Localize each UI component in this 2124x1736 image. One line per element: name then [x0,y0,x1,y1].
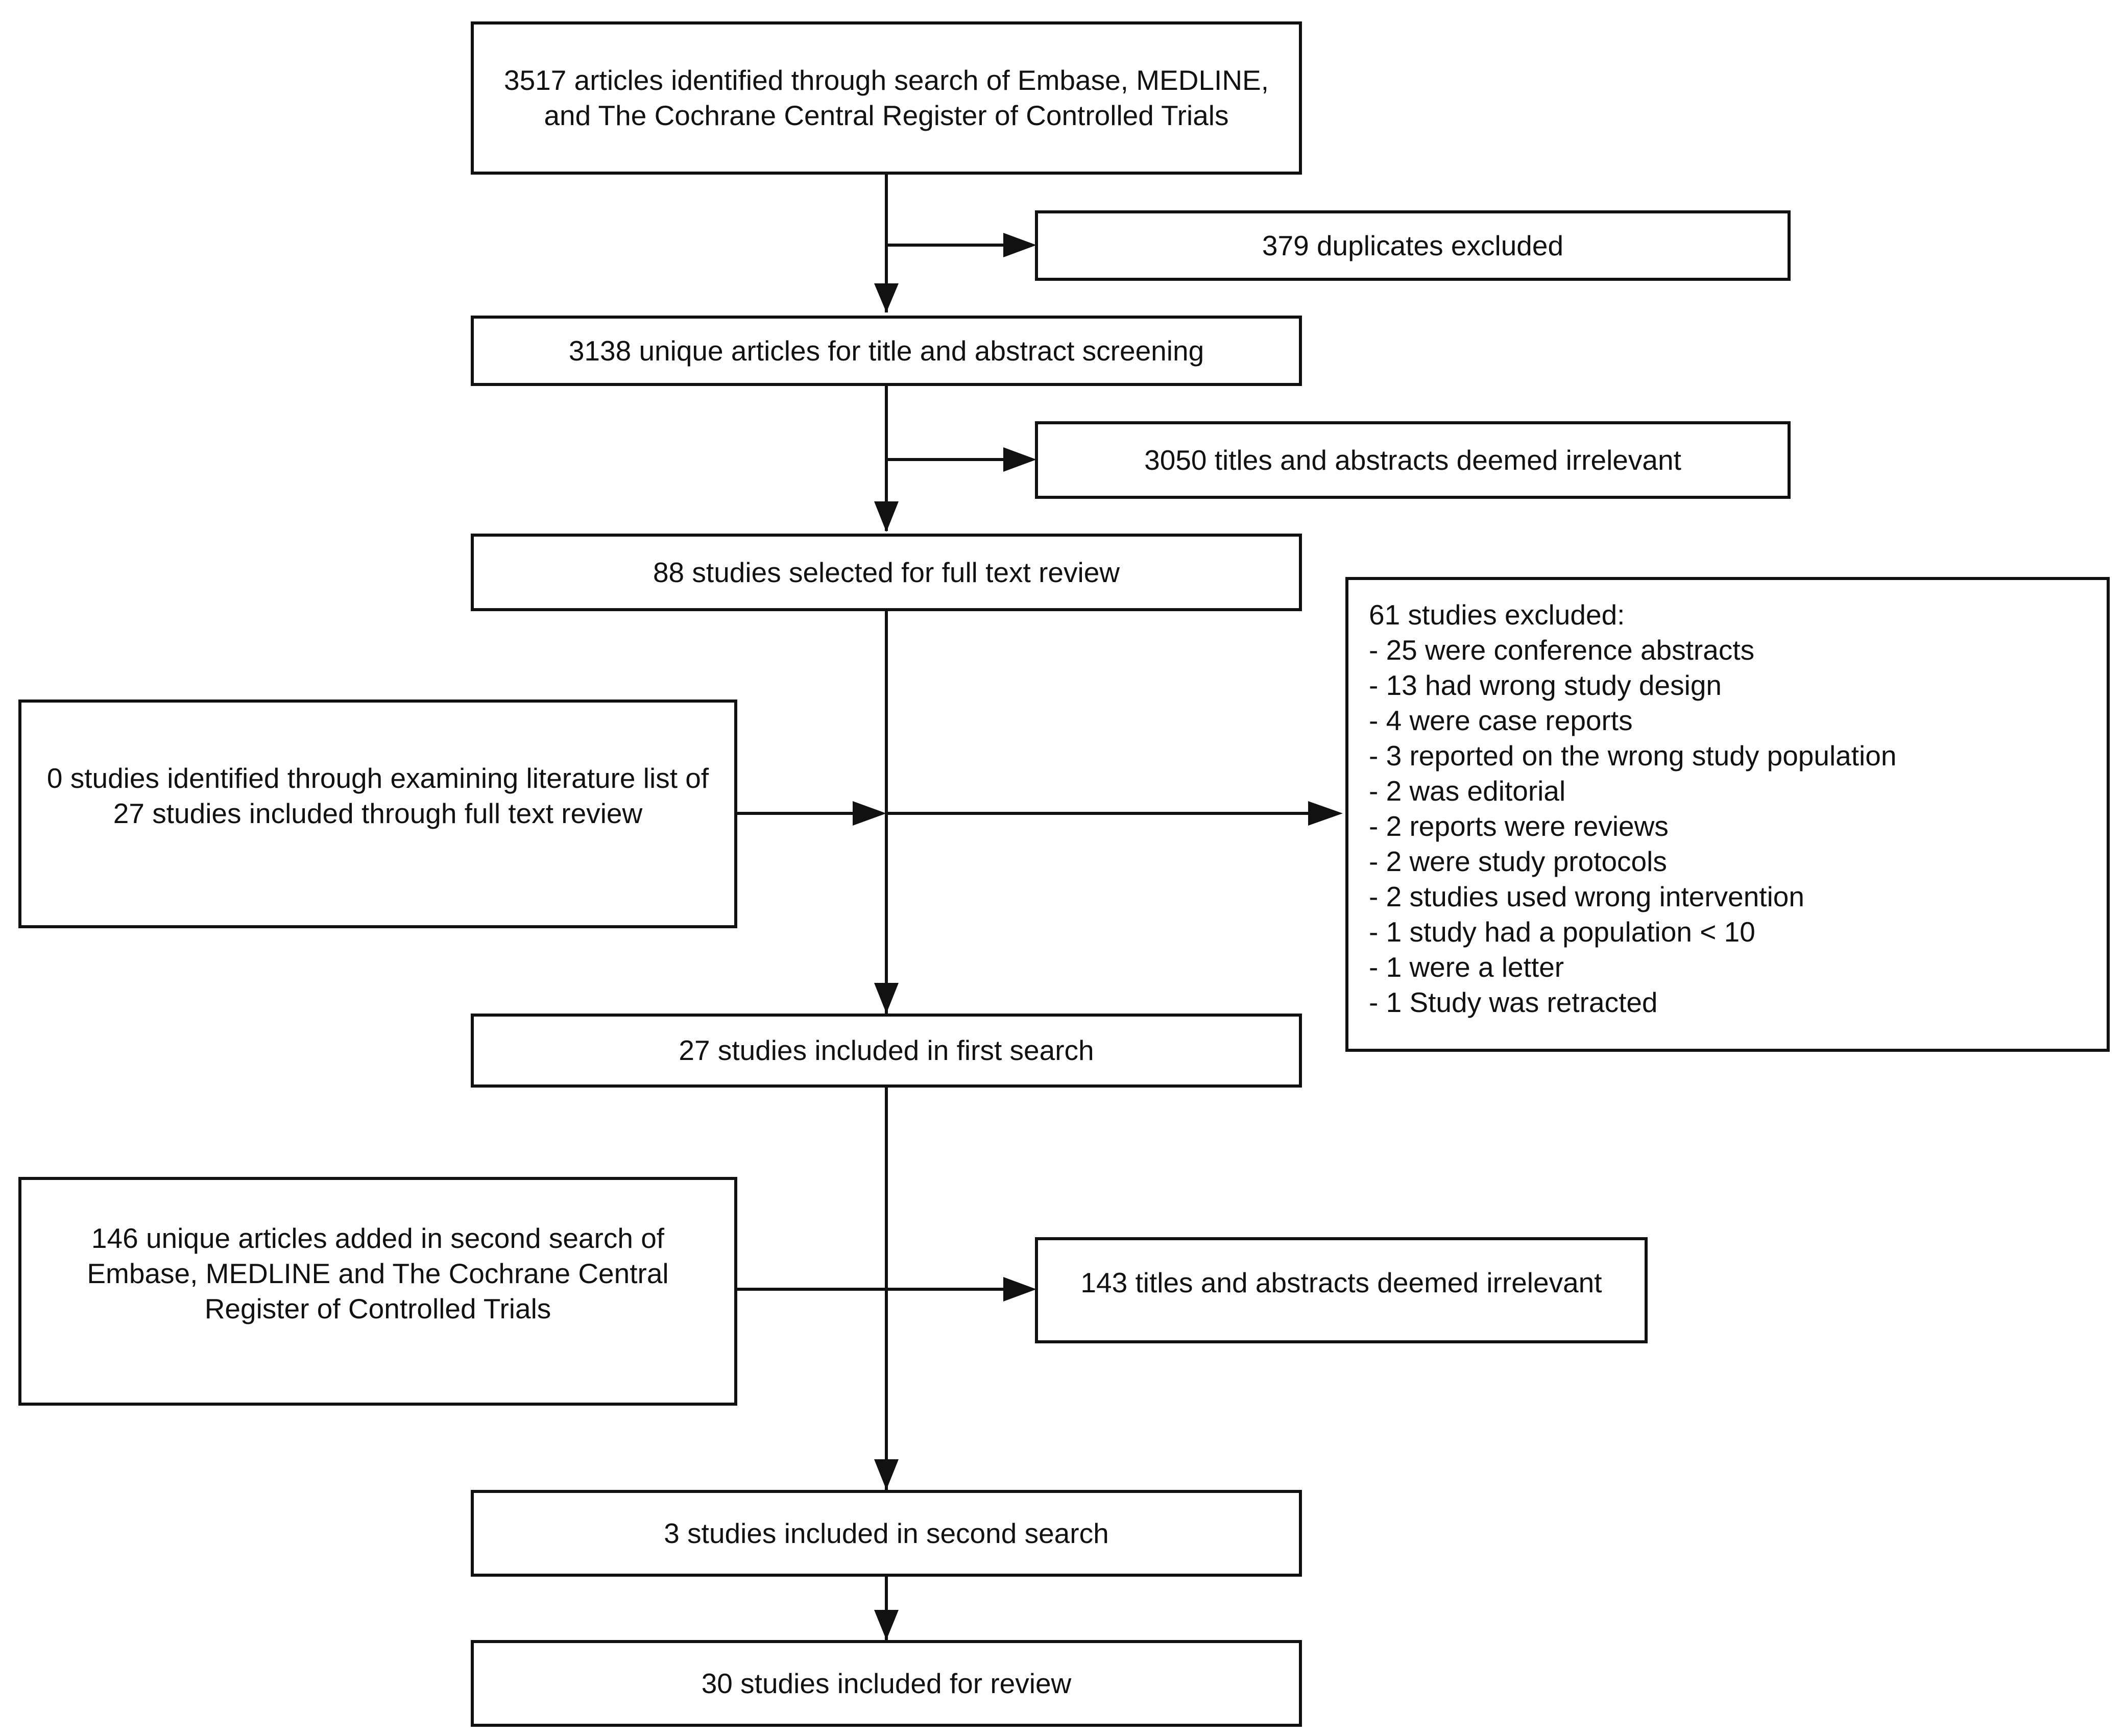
box-second-search-included: 3 studies included in second search [471,1490,1302,1577]
excluded-reason: - 4 were case reports [1369,705,1633,736]
box-first-search: 27 studies included in first search [471,1014,1302,1088]
unique-screening-text: 3138 unique articles for title and abstr… [568,334,1204,367]
excluded-reason: - 2 studies used wrong intervention [1369,881,1804,912]
literature-list-text: 0 studies identified through examining l… [46,762,709,829]
final-text: 30 studies included for review [701,1667,1072,1699]
arrowhead-unique [874,283,899,312]
excluded-reason: - 1 were a letter [1369,951,1564,983]
excluded-reason: - 25 were conference abstracts [1369,634,1755,666]
arrowhead-irrelevant-first [1003,447,1036,472]
arrowhead-second-search [874,1459,899,1490]
box-duplicates: 379 duplicates excluded [1035,210,1791,281]
box-irrelevant-first: 3050 titles and abstracts deemed irrelev… [1035,421,1791,499]
excluded-reason: - 2 was editorial [1369,775,1566,807]
arrowhead-duplicates [1003,233,1036,257]
full-text-text: 88 studies selected for full text review [653,556,1120,588]
box-excluded: 61 studies excluded: - 25 were conferenc… [1345,577,2110,1052]
excluded-reason: - 2 reports were reviews [1369,810,1669,842]
irrelevant-first-text: 3050 titles and abstracts deemed irrelev… [1144,444,1681,476]
box-full-text: 88 studies selected for full text review [471,534,1302,611]
arrowhead-literature [853,801,886,826]
excluded-reason: - 3 reported on the wrong study populati… [1369,740,1897,771]
second-search-added-text: 146 unique articles added in second sear… [87,1222,669,1324]
box-second-search-added: 146 unique articles added in second sear… [18,1177,737,1406]
first-search-text: 27 studies included in first search [679,1034,1094,1066]
box-unique-screening: 3138 unique articles for title and abstr… [471,316,1302,386]
excluded-reason: - 1 Study was retracted [1369,986,1658,1018]
second-search-included-text: 3 studies included in second search [664,1517,1109,1549]
excluded-heading: 61 studies excluded: [1369,599,1625,631]
duplicates-text: 379 duplicates excluded [1262,229,1564,261]
arrowhead-fulltext [874,501,899,532]
box-irrelevant-second: 143 titles and abstracts deemed irreleva… [1035,1237,1648,1343]
arrowhead-first-search [874,983,899,1014]
box-final: 30 studies included for review [471,1640,1302,1727]
arrowhead-excluded [1308,801,1343,826]
excluded-reason: - 1 study had a population < 10 [1369,916,1755,948]
arrowhead-irrelevant-second [1003,1277,1036,1301]
excluded-reason: - 13 had wrong study design [1369,669,1722,701]
identified-text: 3517 articles identified through search … [504,64,1269,131]
box-literature-list: 0 studies identified through examining l… [18,700,737,928]
arrowhead-final [874,1610,899,1640]
box-identified: 3517 articles identified through search … [471,21,1302,175]
irrelevant-second-text: 143 titles and abstracts deemed irreleva… [1080,1266,1602,1298]
excluded-reason: - 2 were study protocols [1369,846,1667,877]
